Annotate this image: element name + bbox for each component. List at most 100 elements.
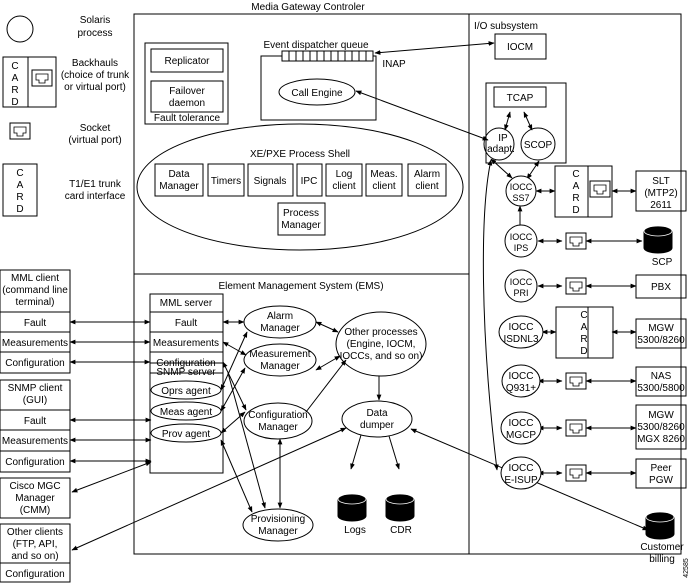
svg-text:Event dispatcher queue: Event dispatcher queue <box>263 40 369 51</box>
svg-text:SLT: SLT <box>652 176 670 187</box>
svg-text:MGX 8260: MGX 8260 <box>637 434 685 445</box>
cisco-mgc-manager[interactable] <box>0 477 71 519</box>
svg-text:ISDNL3: ISDNL3 <box>503 334 538 345</box>
svg-text:Manager: Manager <box>260 323 300 334</box>
svg-text:C: C <box>16 168 23 179</box>
svg-text:Fault tolerance: Fault tolerance <box>154 113 221 124</box>
diagram-title: Media Gateway Controler <box>251 2 365 13</box>
fault-tolerance <box>144 42 229 125</box>
other-clients[interactable] <box>0 523 71 583</box>
svg-text:Fault: Fault <box>24 318 46 329</box>
svg-text:Provisioning: Provisioning <box>251 514 305 525</box>
svg-text:Failover: Failover <box>169 86 205 97</box>
svg-text:Other processes: Other processes <box>344 327 417 338</box>
replicator <box>150 48 224 73</box>
svg-text:IP: IP <box>498 133 508 144</box>
svg-text:Manager: Manager <box>258 526 298 537</box>
svg-text:Alarm: Alarm <box>267 311 293 322</box>
svg-text:IOCC: IOCC <box>510 182 533 192</box>
svg-text:SNMP client: SNMP client <box>8 383 63 394</box>
svg-text:Manager: Manager <box>281 220 321 231</box>
svg-text:daemon: daemon <box>169 98 205 109</box>
svg-text:D: D <box>11 97 18 108</box>
svg-text:(CMM): (CMM) <box>20 505 51 516</box>
svg-text:IOCC: IOCC <box>509 463 534 474</box>
svg-text:client: client <box>372 181 396 192</box>
svg-text:Q931+: Q931+ <box>506 383 536 394</box>
svg-text:Data: Data <box>168 169 190 180</box>
svg-text:Meas agent: Meas agent <box>160 407 212 418</box>
svg-text:IOCC: IOCC <box>510 232 533 242</box>
socket-icon <box>9 122 31 140</box>
snmp-client[interactable] <box>0 379 71 473</box>
svg-text:D: D <box>572 205 579 216</box>
svg-text:TCAP: TCAP <box>507 93 534 104</box>
logs-database-icon <box>337 493 367 522</box>
svg-text:5300/8260: 5300/8260 <box>637 422 685 433</box>
svg-text:terminal): terminal) <box>16 297 55 308</box>
figure-number: 42585 <box>683 558 690 578</box>
svg-text:Process: Process <box>283 208 319 219</box>
svg-text:Peer: Peer <box>650 463 672 474</box>
svg-text:Measurements: Measurements <box>2 436 68 447</box>
svg-text:SCP: SCP <box>652 257 673 268</box>
solaris-process-icon <box>6 15 34 43</box>
svg-text:Oprs agent: Oprs agent <box>161 386 211 397</box>
backhaul-socket-icon <box>31 69 53 87</box>
svg-text:Fault: Fault <box>24 416 46 427</box>
svg-text:Other clients: Other clients <box>7 527 63 538</box>
svg-text:Backhauls: Backhauls <box>72 58 118 69</box>
svg-text:Replicator: Replicator <box>164 56 210 67</box>
svg-text:Manager: Manager <box>260 361 300 372</box>
svg-text:Manager: Manager <box>159 181 199 192</box>
svg-text:D: D <box>16 204 23 215</box>
svg-text:INAP: INAP <box>382 59 406 70</box>
svg-text:I/O subsystem: I/O subsystem <box>474 21 538 32</box>
svg-text:Solaris: Solaris <box>80 15 111 26</box>
svg-text:IPC: IPC <box>301 176 318 187</box>
iocm <box>494 33 547 60</box>
svg-text:IOCM: IOCM <box>507 42 533 53</box>
svg-text:R: R <box>11 85 18 96</box>
svg-text:Measurements: Measurements <box>2 338 68 349</box>
svg-text:C: C <box>11 61 18 72</box>
svg-text:Data: Data <box>366 408 388 419</box>
svg-text:client: client <box>332 181 356 192</box>
svg-text:R: R <box>16 192 23 203</box>
svg-text:R: R <box>572 193 579 204</box>
svg-text:A: A <box>12 73 19 84</box>
configuration-manager <box>243 402 313 440</box>
svg-text:XE/PXE Process Shell: XE/PXE Process Shell <box>250 149 350 160</box>
ems-frame <box>133 273 470 555</box>
svg-text:MGW: MGW <box>648 410 674 421</box>
svg-text:dumper: dumper <box>360 420 395 431</box>
svg-text:PRI: PRI <box>513 288 528 298</box>
svg-text:(virtual port): (virtual port) <box>68 135 121 146</box>
svg-text:Manager: Manager <box>15 493 55 504</box>
svg-text:D: D <box>580 346 587 357</box>
tcap <box>493 86 547 108</box>
svg-text:A: A <box>581 322 588 333</box>
svg-text:IOCCs, and so on): IOCCs, and so on) <box>340 351 423 362</box>
svg-text:MML client: MML client <box>11 273 59 284</box>
svg-text:Configuration: Configuration <box>156 358 215 369</box>
svg-text:PBX: PBX <box>651 282 671 293</box>
svg-text:(MTP2): (MTP2) <box>644 188 677 199</box>
svg-text:Cisco MGC: Cisco MGC <box>9 481 60 492</box>
svg-text:client: client <box>415 181 439 192</box>
svg-text:SNMP server: SNMP server <box>156 367 216 378</box>
svg-text:SCOP: SCOP <box>524 140 553 151</box>
svg-text:(GUI): (GUI) <box>23 395 47 406</box>
svg-text:Fault: Fault <box>175 318 197 329</box>
svg-text:MML server: MML server <box>160 298 213 309</box>
call-engine <box>278 78 356 106</box>
process-shell <box>136 123 464 251</box>
backhaul-card-icon <box>2 56 57 108</box>
svg-text:IOCC: IOCC <box>509 322 534 333</box>
svg-text:IPS: IPS <box>514 243 529 253</box>
svg-text:(command line: (command line <box>2 285 68 296</box>
failover-daemon <box>150 80 224 113</box>
svg-text:Signals: Signals <box>254 176 287 187</box>
svg-text:Log: Log <box>336 169 353 180</box>
